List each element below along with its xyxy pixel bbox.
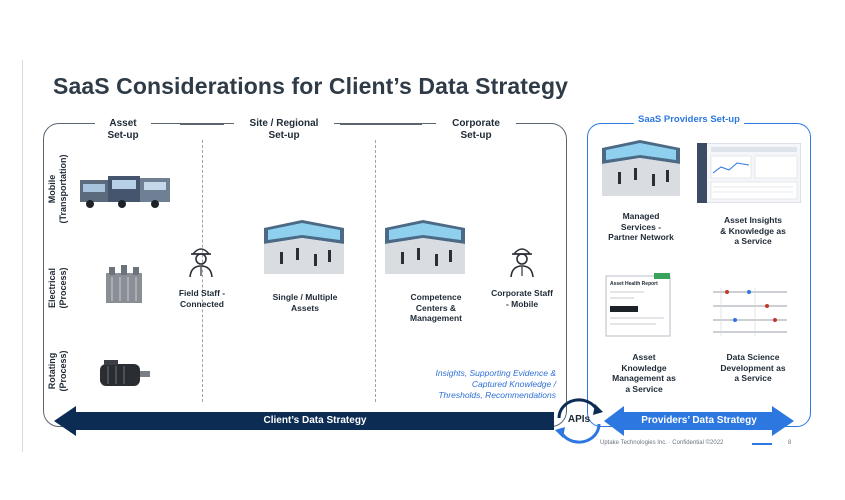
footer-company: Uptake Technologies Inc. · Confidential … — [600, 440, 724, 446]
client-strategy-label: Client’s Data Strategy — [263, 415, 367, 426]
providers-strategy-label: Providers’ Data Strategy — [641, 415, 757, 426]
header-line-right — [340, 124, 422, 125]
managed-services-label: Managed Services - Partner Network — [608, 211, 674, 242]
field-staff-label: Field Staff - Connected — [178, 288, 226, 309]
asset-knowledge-label: Asset Knowledge Management as a Service — [612, 352, 676, 394]
providers-strategy-arrow — [604, 406, 794, 436]
asset-insights-dashboard-image — [697, 143, 801, 203]
corporate-staff-icon — [510, 248, 534, 278]
footer-rule — [752, 443, 772, 445]
insights-note: Insights, Supporting Evidence & Captured… — [435, 368, 557, 400]
column-separator-1 — [202, 140, 203, 402]
column-corporate-setup: Corporate Set-up — [436, 118, 516, 142]
truck-fleet-image — [80, 176, 170, 208]
asset-insights-label: Asset Insights & Knowledge as a Service — [720, 215, 786, 246]
page-title: SaaS Considerations for Client’s Data St… — [53, 73, 568, 99]
field-staff-icon — [189, 248, 213, 278]
header-line-left — [180, 124, 224, 125]
control-room-image-site — [264, 220, 344, 274]
providers-title: SaaS Providers Set-up — [634, 114, 744, 125]
footer-page-number: 8 — [788, 440, 792, 446]
apis-label: APIs — [567, 414, 591, 425]
competence-centers-label: Competence Centers & Management — [410, 292, 462, 323]
control-room-image-corporate — [385, 220, 465, 274]
managed-services-image — [602, 140, 680, 196]
row-label-mobile: Mobile (Transportation) — [47, 154, 68, 224]
transformer-image — [106, 265, 142, 303]
asset-health-report-image — [605, 273, 671, 337]
single-multiple-assets-label: Single / Multiple Assets — [272, 292, 338, 313]
asset-health-report-title: Asset Health Report — [610, 281, 658, 287]
corporate-staff-label: Corporate Staff - Mobile — [491, 288, 553, 309]
data-science-plot-image — [713, 288, 787, 336]
column-separator-2 — [375, 140, 376, 402]
column-asset-setup: Asset Set-up — [95, 118, 151, 142]
motor-image — [100, 360, 150, 386]
apis-exchange-icon — [555, 398, 603, 444]
slide-edge-line — [22, 60, 23, 452]
data-science-label: Data Science Development as a Service — [720, 352, 786, 383]
client-strategy-arrow — [54, 406, 554, 436]
column-site-setup: Site / Regional Set-up — [234, 118, 334, 142]
